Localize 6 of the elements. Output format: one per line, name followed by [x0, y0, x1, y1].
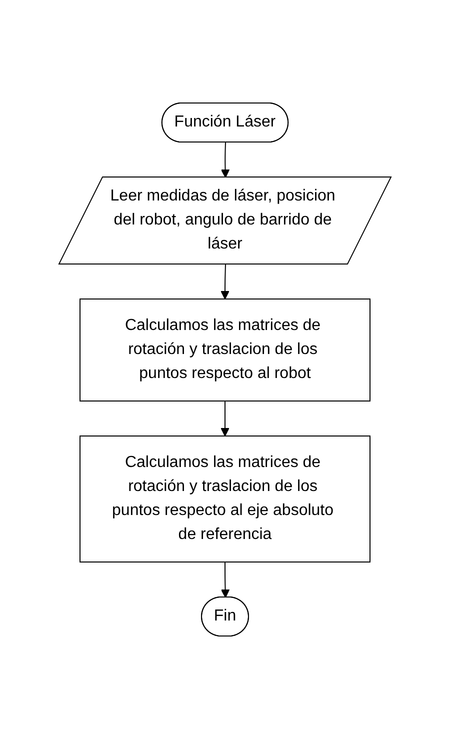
arrow — [220, 561, 230, 598]
arrow — [220, 264, 229, 299]
arrow — [220, 400, 229, 436]
node-box: Calculamos las matrices de rotación y traslacion de los puntos respecto al robot — [79, 298, 370, 401]
arrow — [220, 142, 230, 178]
node-box: Calculamos las matrices de rotación y traslacion de los puntos respecto al eje absoluto de referencia — [79, 435, 370, 562]
